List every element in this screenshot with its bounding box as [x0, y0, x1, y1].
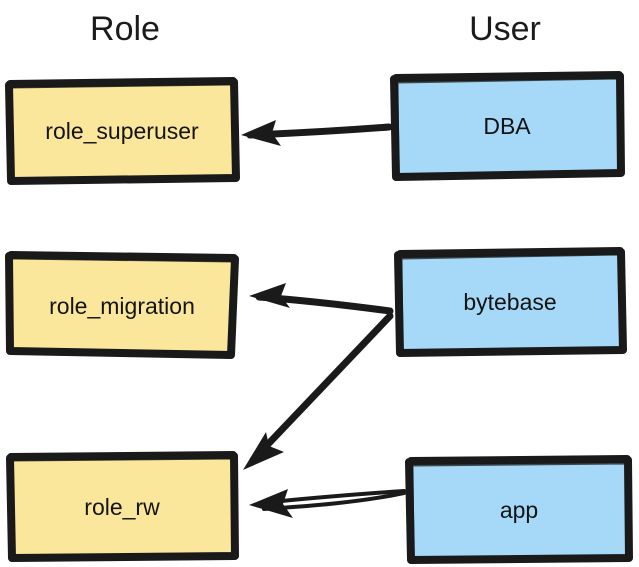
edge-app-to-role-rw	[249, 489, 406, 518]
node-label: role_superuser	[45, 117, 199, 144]
column-header-user: User	[469, 10, 541, 48]
node-app[interactable]: app	[405, 455, 633, 564]
edge-bytebase-to-role-migration	[249, 283, 394, 315]
node-role-superuser[interactable]: role_superuser	[5, 77, 240, 185]
column-header-role: Role	[90, 10, 160, 48]
node-label: role_migration	[49, 292, 195, 319]
node-frame	[390, 71, 625, 181]
edge-bytebase-to-role-rw	[243, 312, 394, 470]
node-role-migration[interactable]: role_migration	[4, 250, 240, 362]
node-label: app	[499, 496, 539, 523]
node-role-rw[interactable]: role_rw	[6, 451, 239, 562]
node-frame	[6, 451, 239, 562]
node-frame	[405, 455, 633, 564]
node-frame	[5, 251, 239, 359]
node-frame	[5, 77, 240, 185]
edge-dba-to-role-superuser	[241, 120, 393, 146]
node-frame	[394, 247, 627, 357]
node-label: DBA	[483, 112, 531, 139]
node-label: role_rw	[84, 493, 160, 520]
node-dba[interactable]: DBA	[390, 71, 625, 181]
node-label: bytebase	[463, 288, 557, 315]
node-bytebase[interactable]: bytebase	[394, 247, 627, 357]
